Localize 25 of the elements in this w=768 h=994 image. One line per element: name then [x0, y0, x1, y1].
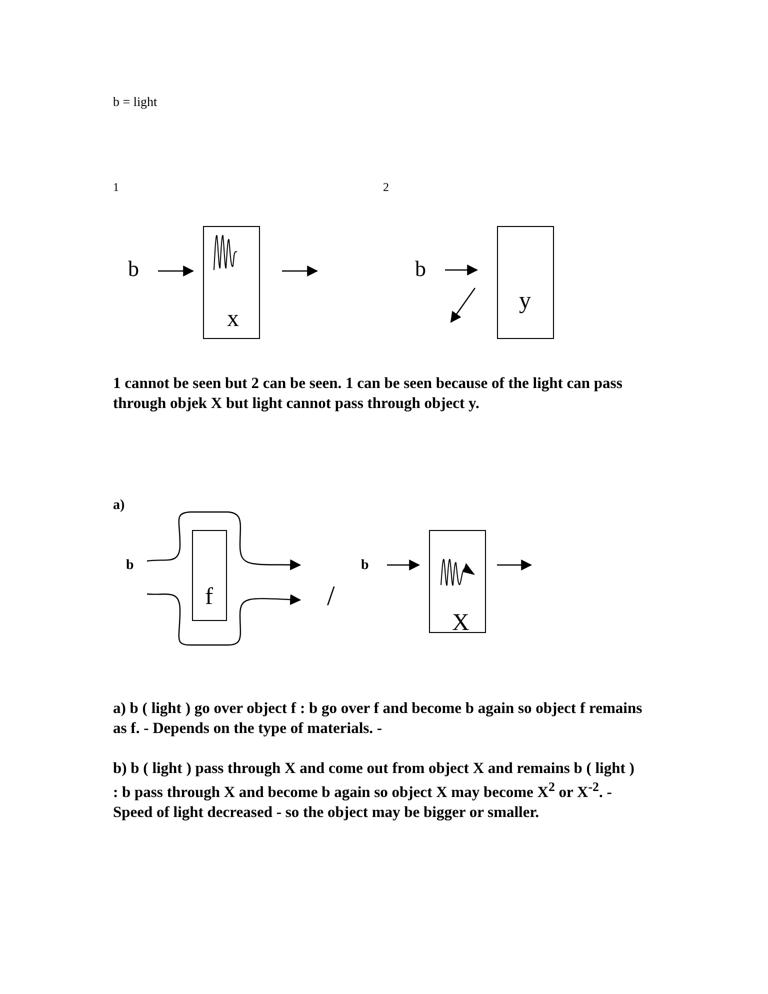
- arrow: [445, 264, 478, 276]
- object-box: [203, 226, 260, 339]
- slash-mark: /: [327, 580, 335, 614]
- paragraph: a) b ( light ) go over object f : b go over f and become b again so object f remains as f. - Depends on the type of materials. -: [113, 699, 643, 740]
- curved-arrow: [146, 511, 302, 570]
- text-label: a): [113, 498, 125, 515]
- object-box: [192, 530, 227, 621]
- text-label: 2: [383, 180, 389, 194]
- text-label: 1: [113, 180, 119, 194]
- object-label: f: [205, 585, 213, 609]
- light-label: b: [361, 559, 369, 573]
- arrow: [158, 266, 194, 276]
- object-box: [429, 530, 486, 633]
- paragraph: b) b ( light ) pass through X and come out from object X and remains b ( light ) : b pass through X and become b again so object X may become X$^{2}$ or X$^{-2}$. - Speed of light decreased - so the object may be bigger or smaller.: [113, 759, 636, 824]
- object-label: X: [452, 611, 470, 635]
- object-label: y: [519, 289, 531, 313]
- text-label: b = light: [113, 94, 158, 110]
- light-label: b: [128, 258, 139, 280]
- arrow: [387, 560, 420, 570]
- curved-arrow: [146, 593, 302, 646]
- object-box: [497, 226, 554, 339]
- paragraph: 1 cannot be seen but 2 can be seen. 1 can be seen because of the light can pass through objek X but light cannot pass through object y.: [113, 374, 624, 414]
- object-label: x: [227, 307, 239, 331]
- light-label: b: [126, 559, 134, 573]
- light-label: b: [415, 258, 426, 280]
